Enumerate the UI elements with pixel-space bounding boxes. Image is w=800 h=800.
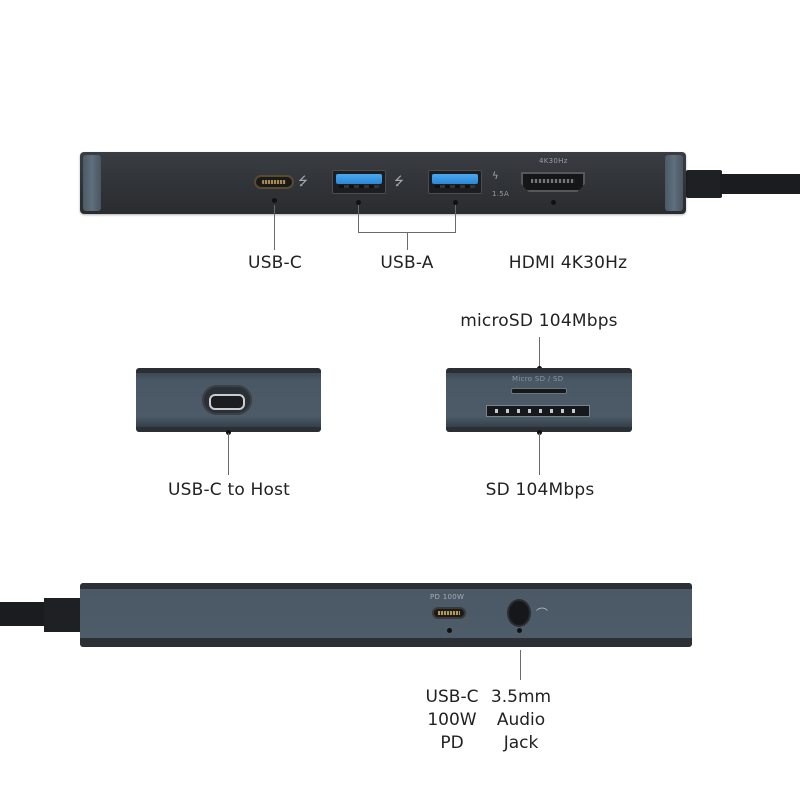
usb-a-port-2 [428, 170, 482, 194]
usb-trident-icon: ⭍ [298, 174, 308, 188]
usb-charge-icon: ϟ [492, 171, 499, 182]
leader-line [274, 205, 275, 250]
leader-dot [517, 628, 522, 633]
hub-card-reader-view: Micro SD / SD [446, 368, 632, 432]
leader-line [455, 205, 456, 232]
hub-endcap-right [665, 155, 683, 211]
microsd-slot [511, 388, 567, 394]
leader-line [539, 433, 540, 475]
usb-c-pd-label: USB-C 100W PD [422, 686, 482, 755]
leader-line [407, 232, 408, 250]
leader-line [358, 205, 359, 232]
usb-a-rating-print: 1.5A [492, 190, 510, 198]
usb-a-label: USB-A [380, 253, 434, 273]
usb-a-port-1 [332, 170, 386, 194]
pd-print: PD 100W [430, 593, 465, 601]
hub-host-end-view [136, 368, 321, 432]
usb-c-label: USB-C [248, 253, 302, 273]
sd-slot [486, 405, 590, 417]
usb-c-pd-label-line: 100W [427, 710, 477, 730]
usb-c-port [254, 175, 294, 189]
sd-label: SD 104Mbps [485, 480, 595, 500]
usb-c-host-port [202, 385, 252, 415]
hub-cable-plug [44, 598, 82, 632]
hub-cable [0, 602, 46, 626]
hub-cable-plug [686, 170, 722, 198]
leader-line [228, 433, 229, 475]
usb-c-pd-label-line: USB-C [425, 687, 479, 707]
usb-trident-icon: ⭍ [394, 174, 404, 188]
leader-dot [537, 430, 542, 435]
hub-back-view: PD 100W ⌒ [80, 583, 692, 647]
usb-c-pd-label-line: PD [440, 733, 464, 753]
audio-jack-label-line: 3.5mm [490, 687, 552, 707]
leader-line [539, 337, 540, 367]
leader-dot [453, 200, 458, 205]
hub-front-view: ⭍ ⭍ ϟ 1.5A 4K30Hz [80, 152, 686, 214]
leader-dot [226, 430, 231, 435]
usb-c-pd-port [432, 607, 466, 619]
leader-dot [447, 628, 452, 633]
leader-dot [551, 200, 556, 205]
hdmi-label: HDMI 4K30Hz [508, 253, 628, 273]
hub-endcap-left [83, 155, 101, 211]
microsd-label: microSD 104Mbps [460, 311, 618, 331]
audio-jack-label: 3.5mm Audio Jack [488, 686, 554, 755]
hdmi-port [521, 172, 585, 192]
audio-jack-label-line: Jack [503, 733, 539, 753]
hdmi-print: 4K30Hz [539, 157, 568, 165]
audio-jack-port [509, 601, 529, 625]
leader-line [520, 650, 521, 680]
audio-jack-label-line: Audio [496, 710, 546, 730]
card-reader-print: Micro SD / SD [512, 375, 564, 383]
hub-cable [720, 174, 800, 194]
usb-c-host-label: USB-C to Host [167, 480, 291, 500]
headphone-icon: ⌒ [536, 607, 549, 621]
leader-dot [356, 200, 361, 205]
leader-dot [272, 198, 277, 203]
